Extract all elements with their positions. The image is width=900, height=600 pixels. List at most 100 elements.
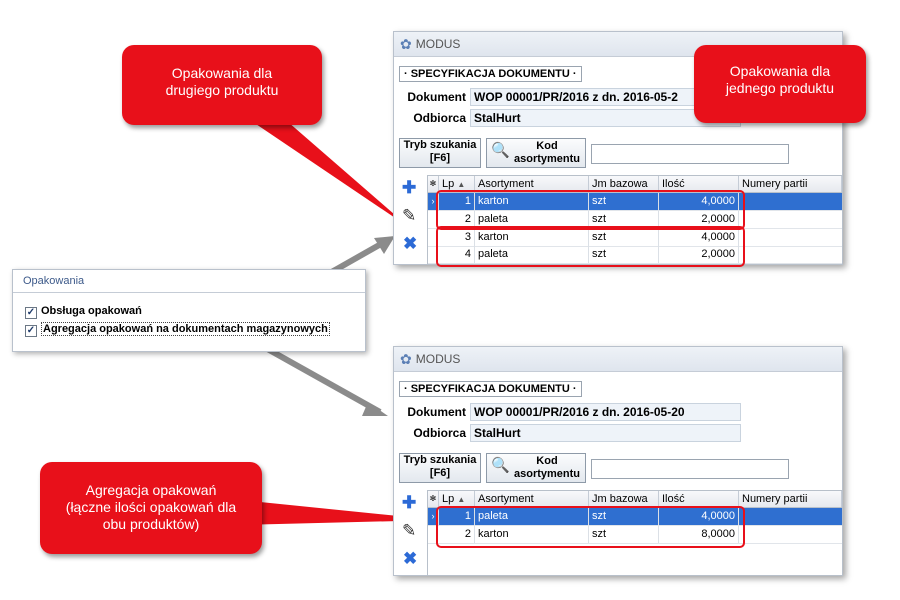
code-button-label: Kod asortymentu [513,140,581,165]
modus-logo-icon: ✿ [400,35,412,52]
sort-asc-icon: ▲ [457,180,466,189]
cell-unit: szt [589,246,659,263]
edit-icon[interactable]: ✎ [402,521,417,540]
col-batch[interactable]: Numery partii [739,491,842,507]
cell-lp: 4 [439,246,475,263]
col-batch[interactable]: Numery partii [739,176,842,192]
cell-unit: szt [589,193,659,210]
cell-qty: 8,0000 [659,526,739,543]
gray-arrow-down [253,339,382,415]
search-mode-button[interactable]: Tryb szukania [F6] [399,138,481,168]
cell-qty: 4,0000 [659,508,739,525]
cell-qty: 4,0000 [659,229,739,246]
checkbox-label: Agregacja opakowań na dokumentach magazy… [41,322,330,336]
magnifier-icon: 🔍 [491,142,510,159]
panel-title: Opakowania [23,275,85,287]
document-field[interactable]: WOP 00001/PR/2016 z dn. 2016-05-2 [470,88,741,106]
recipient-field[interactable]: StalHurt [470,424,741,442]
cell-item: paleta [475,508,589,525]
search-mode-button[interactable]: Tryb szukania [F6] [399,453,481,483]
window-title: MODUS [415,352,461,366]
modus-logo-icon: ✿ [400,350,412,367]
col-item[interactable]: Asortyment [475,491,589,507]
cell-lp: 3 [439,229,475,246]
table-row[interactable]: › 1 paleta szt 4,0000 [428,508,842,526]
code-button-label: Kod asortymentu [513,455,581,480]
red-pointer-second [250,115,410,228]
cell-item: paleta [475,246,589,263]
cell-unit: szt [589,211,659,228]
checkbox-packaging-support[interactable]: ✓ Obsługa opakowań [25,305,142,319]
edit-icon[interactable]: ✎ [402,206,417,225]
table-row[interactable]: 3 karton szt 4,0000 [428,229,842,247]
cell-lp: 1 [439,508,475,525]
cell-unit: szt [589,508,659,525]
document-label: Dokument [407,90,466,104]
cell-unit: szt [589,229,659,246]
table-row[interactable]: › 1 karton szt 4,0000 [428,193,842,211]
highlight-second-product-packaging [436,226,745,267]
document-label: Dokument [407,405,466,419]
window-titlebar: ✿ MODUS [394,347,842,372]
cell-qty: 2,0000 [659,246,739,263]
col-lp[interactable]: Lp ▲ [439,491,475,507]
row-indicator-header: ✻ [428,491,439,507]
items-grid: ✻ Lp ▲ Asortyment Jm bazowa Ilość Numery… [427,490,843,576]
col-item[interactable]: Asortyment [475,176,589,192]
panel-title-divider [13,292,365,293]
col-lp-label: Lp [442,493,455,505]
code-search-button[interactable]: 🔍 Kod asortymentu [486,138,586,168]
cell-lp: 2 [439,526,475,543]
code-search-button[interactable]: 🔍 Kod asortymentu [486,453,586,483]
col-unit[interactable]: Jm bazowa [589,491,659,507]
magnifier-icon: 🔍 [491,457,510,474]
col-lp-label: Lp [442,178,455,190]
table-row[interactable]: 4 paleta szt 2,0000 [428,246,842,264]
section-header: · SPECYFIKACJA DOKUMENTU · [399,66,582,82]
callout-text: Opakowania dla drugiego produktu [165,65,279,98]
col-qty[interactable]: Ilość [659,491,739,507]
cell-qty: 4,0000 [659,193,739,210]
col-lp[interactable]: Lp ▲ [439,176,475,192]
cell-unit: szt [589,526,659,543]
add-icon[interactable]: ✚ [402,493,417,512]
callout-text: Agregacja opakowań (łączne ilości opakow… [65,482,237,532]
search-input[interactable] [591,459,789,479]
delete-icon[interactable]: ✖ [403,234,418,253]
checkbox-checked-icon: ✓ [25,307,37,319]
recipient-label: Odbiorca [413,426,466,440]
highlight-aggregated-packaging [436,506,745,548]
delete-icon[interactable]: ✖ [403,549,418,568]
cell-item: karton [475,526,589,543]
cell-lp: 1 [439,193,475,210]
modus-window-bottom: ✿ MODUS · SPECYFIKACJA DOKUMENTU · Dokum… [393,346,843,576]
recipient-field[interactable]: StalHurt [470,109,741,127]
cell-item: paleta [475,211,589,228]
gray-arrowhead-down [362,402,388,416]
checkbox-label: Obsługa opakowań [41,305,142,317]
callout-second-product: Opakowania dla drugiego produktu [122,45,322,125]
packaging-settings-panel: Opakowania ✓ Obsługa opakowań ✓ Agregacja … [12,269,366,352]
grid-header: ✻ Lp ▲ Asortyment Jm bazowa Ilość Numery… [428,176,842,193]
cell-lp: 2 [439,211,475,228]
col-unit[interactable]: Jm bazowa [589,176,659,192]
checkbox-packaging-aggregation[interactable]: ✓ Agregacja opakowań na dokumentach magaz… [25,322,330,337]
search-input[interactable] [591,144,789,164]
cell-item: karton [475,193,589,210]
section-header: · SPECYFIKACJA DOKUMENTU · [399,381,582,397]
row-pointer-icon: › [428,193,439,210]
callout-text: Opakowania dla jednego produktu [725,63,835,96]
sort-asc-icon: ▲ [457,495,466,504]
window-title: MODUS [415,37,461,51]
callout-aggregation: Agregacja opakowań (łączne ilości opakow… [40,462,262,554]
add-icon[interactable]: ✚ [402,178,417,197]
col-qty[interactable]: Ilość [659,176,739,192]
document-field[interactable]: WOP 00001/PR/2016 z dn. 2016-05-20 [470,403,741,421]
highlight-first-product-packaging [436,190,745,230]
red-pointer-aggregation [240,500,438,525]
cell-item: karton [475,229,589,246]
items-grid: ✻ Lp ▲ Asortyment Jm bazowa Ilość Numery… [427,175,843,265]
checkbox-checked-icon: ✓ [25,325,37,337]
table-row[interactable]: 2 karton szt 8,0000 [428,526,842,544]
row-indicator-header: ✻ [428,176,439,192]
